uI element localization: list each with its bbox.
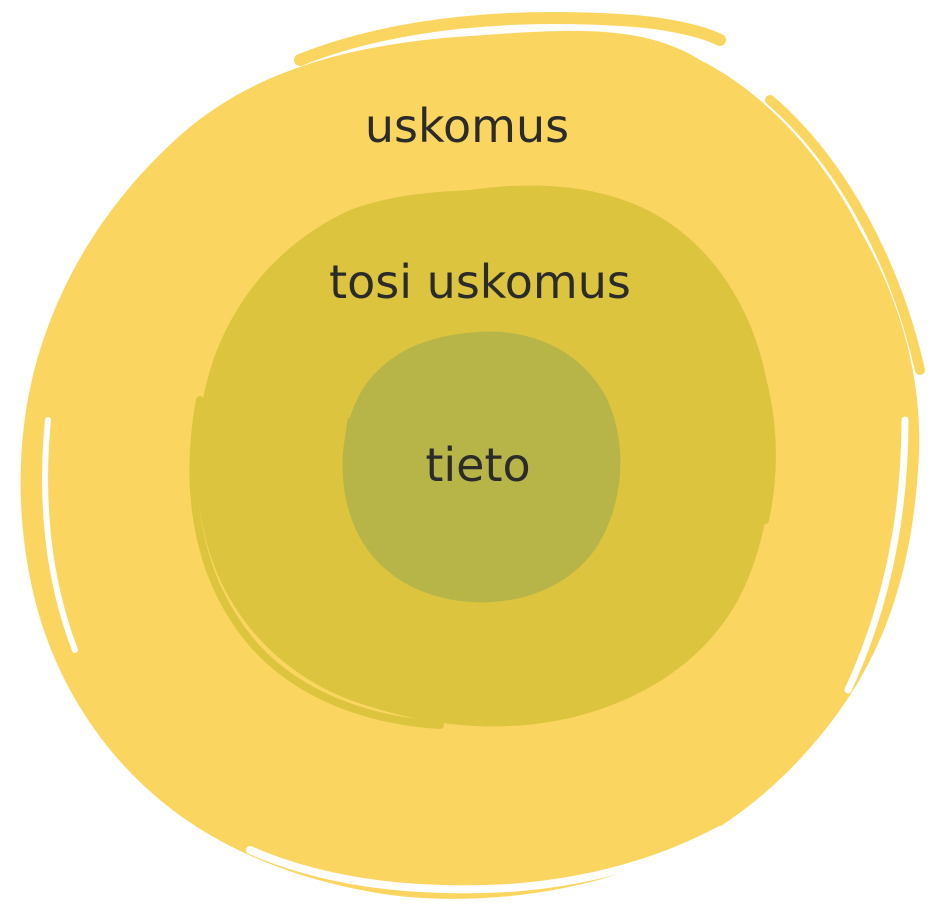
label-uskomus: uskomus [365,99,569,153]
outer-white-gap-right [844,416,909,694]
outer-white-gap-left [42,417,78,653]
outer-brush-stroke-right [765,95,925,375]
label-tosi-uskomus: tosi uskomus [329,255,631,309]
label-tieto: tieto [425,438,530,492]
inner-circle-tieto [342,331,621,603]
inner-brush-stroke [344,417,403,578]
middle-brush-stroke-right [736,316,776,524]
inner-brush-shape [342,331,621,603]
outer-brush-stroke-left [27,323,157,787]
outer-white-gap-bottom [246,826,724,894]
outer-brush-stroke-top [294,12,726,66]
middle-brush-stroke-outline [189,396,444,729]
